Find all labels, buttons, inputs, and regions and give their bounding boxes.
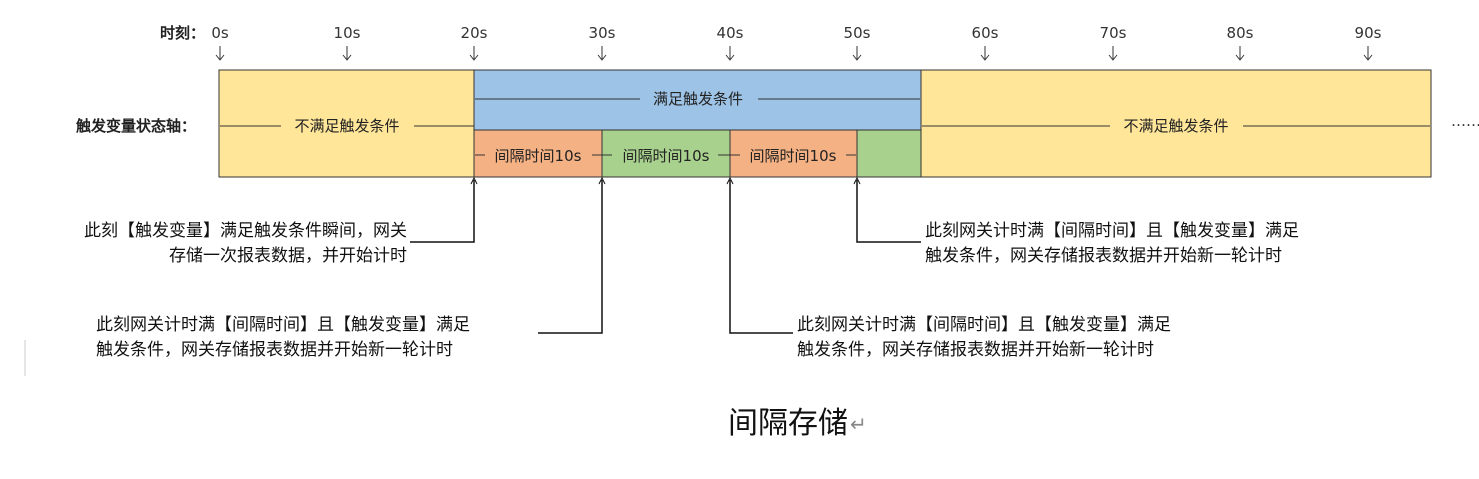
- annotation-4-line-1: 此刻网关计时满【间隔时间】且【触发变量】满足: [925, 221, 1299, 241]
- caption: 间隔存储: [728, 406, 848, 441]
- annotation-1-line-2: 存储一次报表数据，并开始计时: [169, 246, 407, 266]
- interval-label-2: 间隔时间10s: [623, 147, 710, 165]
- interval-label-1: 间隔时间10s: [495, 147, 582, 165]
- met-label: 满足触发条件: [653, 90, 743, 108]
- callout-arrowheads: [470, 176, 861, 185]
- paragraph-mark: ↵: [850, 412, 867, 436]
- tick-label: 70s: [1100, 24, 1127, 42]
- tick-label: 90s: [1355, 24, 1382, 42]
- not-met-segment-right: [920, 69, 1432, 178]
- tick-label: 30s: [589, 24, 616, 42]
- tick-label: 40s: [717, 24, 744, 42]
- span-lines: [220, 98, 1430, 156]
- annotation-2-line-1: 此刻网关计时满【间隔时间】且【触发变量】满足: [96, 315, 470, 335]
- tick-arrows: [215, 46, 1373, 61]
- not-met-label-right: 不满足触发条件: [1123, 117, 1228, 135]
- interval-block-1: [473, 129, 603, 178]
- tick-label: 80s: [1227, 24, 1254, 42]
- callout-lines: [410, 180, 921, 334]
- time-ticks: 0s 10s 20s 30s 40s 50s 60s 70s 80s 90s: [211, 24, 1381, 42]
- tick-label: 20s: [461, 24, 488, 42]
- tick-label: 60s: [972, 24, 999, 42]
- not-met-segment-left: [218, 69, 475, 178]
- interval-block-4: [856, 129, 922, 178]
- ellipsis: ……: [1451, 112, 1479, 130]
- axis-label: 触发变量状态轴：: [76, 117, 196, 135]
- interval-block-2: [601, 129, 731, 178]
- tick-label: 50s: [844, 24, 871, 42]
- met-segment: [473, 69, 922, 131]
- annotation-3-line-1: 此刻网关计时满【间隔时间】且【触发变量】满足: [797, 315, 1171, 335]
- time-label: 时刻：: [160, 24, 205, 42]
- annotation-2-line-2: 触发条件，网关存储报表数据并开始新一轮计时: [96, 340, 453, 360]
- annotation-4-line-2: 触发条件，网关存储报表数据并开始新一轮计时: [925, 246, 1282, 266]
- annotation-3-line-2: 触发条件，网关存储报表数据并开始新一轮计时: [797, 340, 1154, 360]
- not-met-label-left: 不满足触发条件: [294, 117, 399, 135]
- tick-label: 10s: [334, 24, 361, 42]
- interval-label-3: 间隔时间10s: [750, 147, 837, 165]
- tick-label: 0s: [211, 24, 229, 42]
- annotation-1-line-1: 此刻【触发变量】满足触发条件瞬间，网关: [84, 221, 407, 241]
- interval-block-3: [729, 129, 858, 178]
